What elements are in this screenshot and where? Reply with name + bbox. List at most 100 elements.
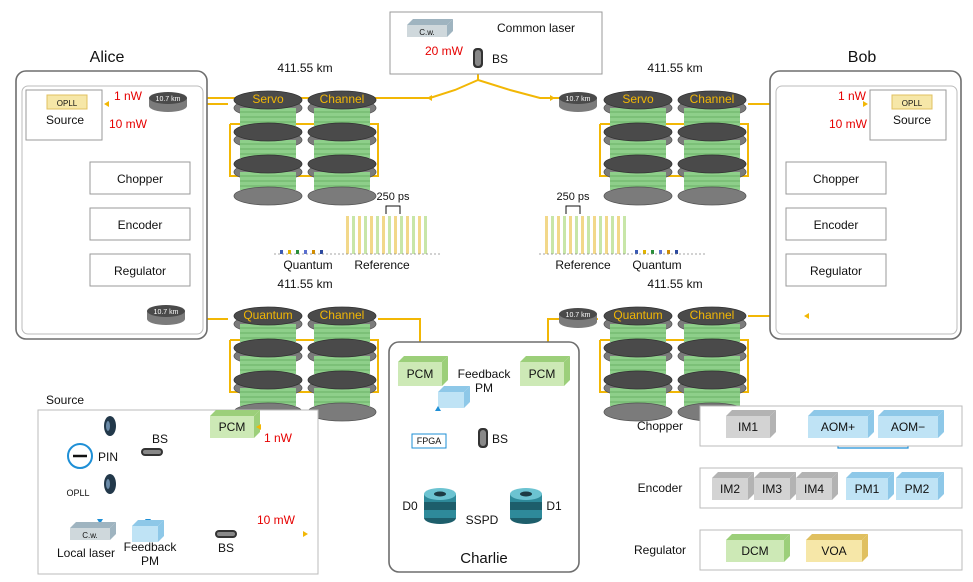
box-side — [790, 472, 796, 500]
spool-label-right: Channel — [320, 92, 365, 106]
bob-opll-tag — [891, 94, 933, 110]
quantum-pulse — [675, 250, 678, 254]
spool-cap — [603, 338, 673, 358]
box-top — [726, 534, 790, 540]
box-top — [806, 534, 868, 540]
pulse-period-right: 250 ps — [556, 191, 590, 203]
bob-title: Bob — [848, 49, 877, 66]
arrow-icon — [97, 519, 103, 524]
spool-cap — [677, 122, 747, 142]
reference-pulse — [617, 216, 620, 254]
quantum-pulse — [296, 250, 299, 254]
box-top — [438, 386, 470, 392]
reference-pulse — [382, 216, 385, 254]
reference-pulse — [358, 216, 361, 254]
fpga-box — [411, 433, 447, 449]
local-laser-box — [70, 528, 110, 540]
spool-label-right: Channel — [320, 308, 365, 322]
spool-cap — [307, 122, 377, 142]
quantum-pulse — [304, 250, 307, 254]
reference-pulse — [370, 216, 373, 254]
beam-splitter-highlight — [217, 532, 235, 536]
source-feedback-line: Feedback — [124, 540, 178, 554]
chopper_detail-row-label: Chopper — [637, 419, 683, 433]
encoder_detail-component-label: PM2 — [905, 482, 930, 496]
bob-source-label: Source — [893, 113, 931, 127]
chopper_detail-component — [726, 416, 770, 438]
laser-power: 20 mW — [425, 44, 464, 58]
alice-stack-box — [89, 161, 191, 195]
encoder_detail-row-label: Encoder — [638, 481, 683, 495]
source-bs-top-label: BS — [152, 432, 168, 446]
spool-cap — [233, 122, 303, 142]
small-spool-top — [149, 92, 187, 104]
detector-d0-label: D0 — [402, 499, 418, 513]
small-spool-top — [147, 305, 185, 317]
regulator_detail-component — [806, 540, 862, 562]
box-top — [712, 472, 754, 478]
alice-title: Alice — [90, 49, 125, 66]
spool-cap — [233, 306, 303, 326]
pulse-period-bracket — [385, 205, 401, 214]
quantum-pulse — [667, 250, 670, 254]
box-side — [447, 19, 453, 37]
spool-distance: 411.55 km — [647, 277, 702, 291]
fiber-line — [477, 68, 560, 99]
reference-pulse — [388, 216, 391, 254]
box-side — [938, 410, 944, 438]
box-top — [398, 356, 448, 362]
pulse-period-bracket — [565, 205, 581, 214]
spool-cap — [233, 338, 303, 358]
regulator_detail-component-label: DCM — [741, 544, 768, 558]
alice-stack-label: Chopper — [117, 172, 163, 186]
reference-pulse — [545, 216, 548, 254]
encoder_detail-component — [846, 478, 888, 500]
local-laser-label: Local laser — [57, 546, 115, 560]
box-side — [158, 520, 164, 542]
chopper_detail-component-label: AOM− — [891, 420, 925, 434]
box-side — [254, 410, 260, 438]
encoder_detail-component — [796, 478, 832, 500]
arrow-icon — [435, 406, 441, 411]
box-top — [878, 410, 944, 416]
arrow-icon — [863, 101, 868, 107]
pulse-reference-label-left: Reference — [354, 258, 410, 272]
box-top — [726, 410, 776, 416]
source-power-10mw: 10 mW — [257, 513, 296, 527]
regulator_detail-component-label: VOA — [821, 544, 846, 558]
reference-pulse — [418, 216, 421, 254]
spool-base — [233, 186, 303, 206]
alice-power-10mw: 10 mW — [109, 117, 148, 131]
quantum-pulse — [643, 250, 646, 254]
reference-pulse — [611, 216, 614, 254]
bob-power-10mw: 10 mW — [829, 117, 868, 131]
spool-cap — [603, 154, 673, 174]
encoder_detail-component — [712, 478, 748, 500]
chopper_detail-component — [808, 416, 868, 438]
reference-pulse — [593, 216, 596, 254]
bob-stack-label: Chopper — [813, 172, 859, 186]
source-feedback-pm — [132, 526, 158, 542]
reference-pulse — [581, 216, 584, 254]
spool-label-left: Servo — [252, 92, 284, 106]
regulator_detail-component — [726, 540, 784, 562]
reference-pulse — [569, 216, 572, 254]
spool-cap — [677, 154, 747, 174]
arrow-icon — [303, 531, 308, 537]
box-side — [938, 472, 944, 500]
arrow-icon — [550, 95, 555, 101]
box-side — [464, 386, 470, 408]
source-feedback-line: PM — [141, 554, 159, 568]
box-top — [796, 472, 838, 478]
pulse-quantum-label-left: Quantum — [283, 258, 332, 272]
reference-pulse — [424, 216, 427, 254]
reference-pulse — [599, 216, 602, 254]
chopper_detail-component — [878, 416, 938, 438]
common-laser-title: Common laser — [497, 21, 575, 35]
bob-opll-label: OPLL — [902, 99, 923, 108]
box-top — [896, 472, 944, 478]
spool-cap — [603, 122, 673, 142]
